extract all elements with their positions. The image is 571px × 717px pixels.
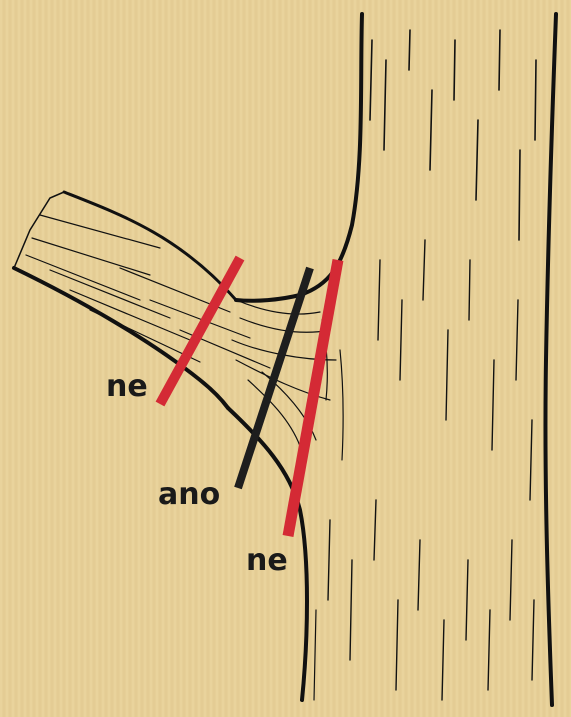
- wrong-cut-left-label: ne: [106, 372, 148, 402]
- correct-cut-label: ano: [158, 480, 220, 510]
- wrong-cut-right-label: ne: [246, 546, 288, 576]
